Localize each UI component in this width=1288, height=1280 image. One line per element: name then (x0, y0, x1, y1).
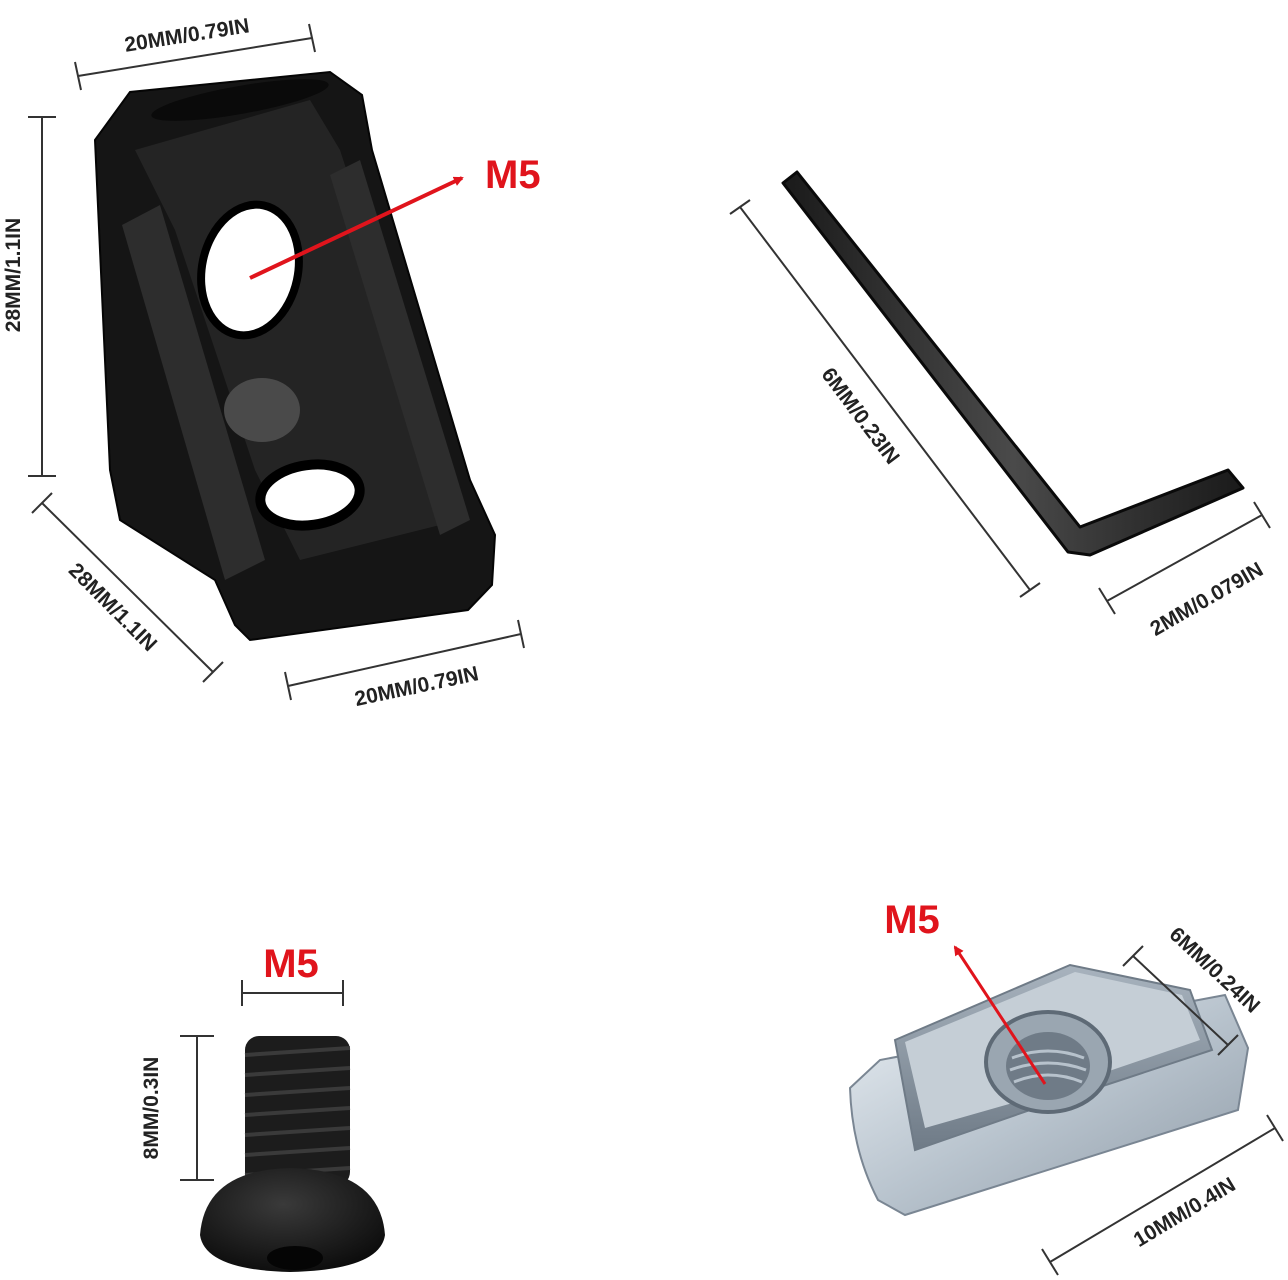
bracket-height-label: 28MM/1.1IN (2, 218, 25, 332)
bracket-thread-callout: M5 (249, 153, 541, 280)
screw-length-label: 8MM/0.3IN (140, 1057, 163, 1160)
t-nut-thread-callout: M5 (884, 898, 1047, 1085)
t-nut-length-label: 10MM/0.4IN (1130, 1173, 1240, 1252)
hex-key-size-label: 2MM/0.079IN (1146, 558, 1267, 641)
bracket-bottom-width-dimension: 20MM/0.79IN (284, 619, 525, 711)
screw-length-dimension: 8MM/0.3IN (140, 1035, 214, 1181)
t-nut-thread-label: M5 (884, 898, 940, 942)
corner-bracket (93, 70, 497, 642)
t-nut (848, 963, 1250, 1217)
hex-key-length-label: 6MM/0.23IN (817, 363, 904, 468)
bracket-bottom-width-label: 20MM/0.79IN (353, 662, 481, 711)
hex-key (781, 170, 1245, 557)
bracket-height-dimension: 28MM/1.1IN (2, 116, 56, 477)
button-head-screw (200, 1036, 385, 1272)
screw-thread-label: M5 (263, 942, 319, 986)
bracket-thread-label: M5 (485, 153, 541, 197)
screw-thread-dimension: M5 (241, 942, 344, 1006)
hex-key-length-dimension: 6MM/0.23IN (729, 199, 1041, 598)
